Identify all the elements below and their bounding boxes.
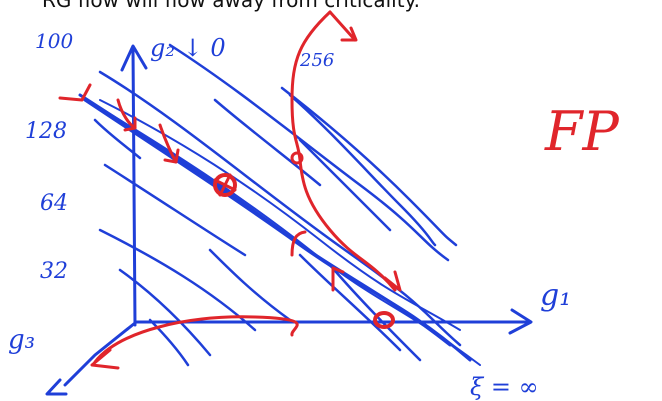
flow-line-left-1 [103,163,247,257]
red-arrow-4 [290,230,307,257]
red-flow-curve-bottom [93,315,299,364]
flow-lines-red [58,10,402,370]
caption-text: RG flow will flow away from criticality. [42,0,420,12]
red-arrow-2-head [123,116,137,132]
tick-label-64: 64 [40,191,68,216]
critical-fixed-point-mark [213,173,237,197]
critical-surface-lines [78,93,481,366]
red-arrow-right [383,270,402,292]
g2-axis-line [131,46,137,327]
flow-line-top-1 [98,70,462,347]
red-flow-curve-right [290,10,397,292]
critical-fixed-point [213,173,237,197]
flow-line-mid-3 [298,253,402,352]
infinite-fixed-point [373,311,395,329]
flow-line-left-2 [98,228,257,332]
flow-line-left-5 [93,118,142,160]
tick-label-128: 128 [25,119,67,144]
red-arrow-top [328,10,358,42]
g3-axis-line [63,321,137,387]
flow-line-mid-2 [208,248,292,322]
labels: 100 g₂ ↓ 0 256 128 64 32 g₃ g₁ ξ = ∞ FP [8,29,620,401]
g2-axis-label: g₂ ↓ 0 [150,34,226,62]
g1-axis-arrowhead [508,308,533,335]
critical-line-3 [94,104,481,366]
red-arrow-5 [331,266,345,292]
fp-label: FP [544,100,620,163]
xi-infinity-label: ξ = ∞ [470,373,539,401]
red-arrow-1 [58,83,92,102]
red-arrow-3-head [163,148,180,164]
flow-line-left-4 [148,318,190,367]
critical-line-2 [83,98,472,362]
tick-label-32: 32 [40,259,68,284]
red-dot-upper [290,151,304,165]
flow-lines-blue [93,43,462,367]
g3-axis-arrowhead [45,378,68,396]
red-arrow-bottom-head [90,348,120,370]
flow-line-mid-1 [213,98,322,187]
flow-line-top-2 [168,43,450,262]
flow-line-top-5 [298,138,392,232]
fixed-points [213,151,395,329]
g2-axis-arrowhead [120,44,148,72]
flow-line-top-3 [280,86,458,247]
tick-label-100: 100 [35,29,73,53]
flow-line-top-4 [288,93,437,247]
g1-axis-label: g₁ [540,278,571,313]
tick-label-256: 256 [299,50,334,71]
g3-axis-label: g₃ [8,325,35,355]
flow-line-left-3 [118,268,212,357]
